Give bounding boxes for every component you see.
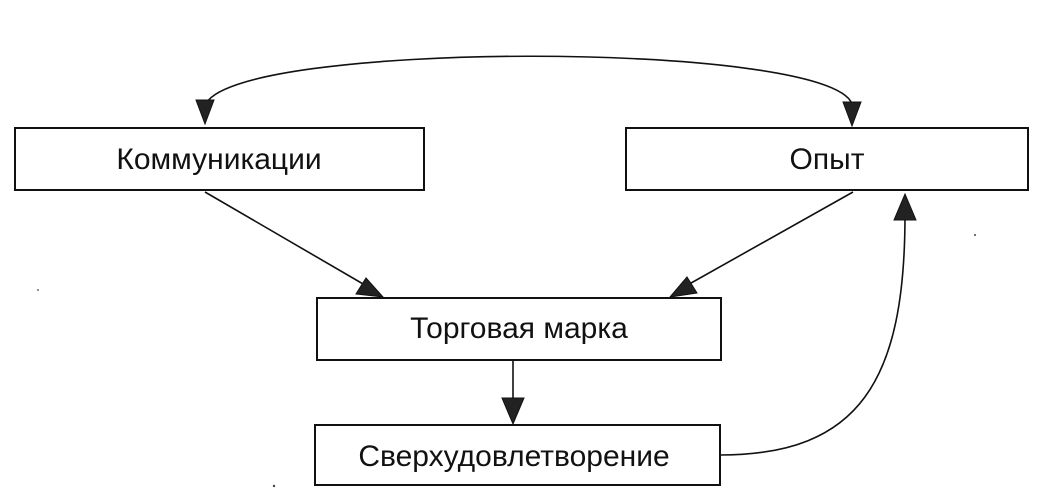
speck <box>974 234 976 236</box>
node-brand: Торговая марка <box>316 297 722 361</box>
edge-line <box>204 191 371 289</box>
node-box <box>316 297 722 361</box>
arrow-head-experience <box>842 101 862 128</box>
edge-communications-brand <box>204 191 385 298</box>
node-box <box>314 424 721 486</box>
node-box <box>625 127 1029 191</box>
edge-line <box>204 55 853 107</box>
arrow-head-experience-bottom <box>893 192 917 221</box>
node-label-delight: Сверхудовлетворение <box>358 440 669 473</box>
speck <box>272 484 276 488</box>
node-experience: Опыт <box>625 127 1029 191</box>
arrow-head-communications <box>195 99 215 126</box>
edge-experience-brand <box>668 191 854 298</box>
speck <box>37 289 39 291</box>
node-label-communications: Коммуникации <box>116 143 321 176</box>
node-delight: Сверхудовлетворение <box>314 424 721 486</box>
arrow-head-delight <box>501 397 525 426</box>
edge-communications-experience <box>195 55 862 128</box>
node-label-experience: Опыт <box>790 143 865 176</box>
arrow-head-brand-left <box>355 277 385 298</box>
node-box <box>14 127 425 191</box>
node-communications: Коммуникации <box>14 127 425 191</box>
edge-line <box>719 214 906 456</box>
edge-brand-delight <box>501 360 525 426</box>
edge-line <box>683 191 854 288</box>
node-label-brand: Торговая марка <box>410 312 628 345</box>
arrow-head-brand-right <box>668 276 698 298</box>
scan-specks <box>37 234 976 488</box>
edge-delight-experience <box>719 192 917 456</box>
